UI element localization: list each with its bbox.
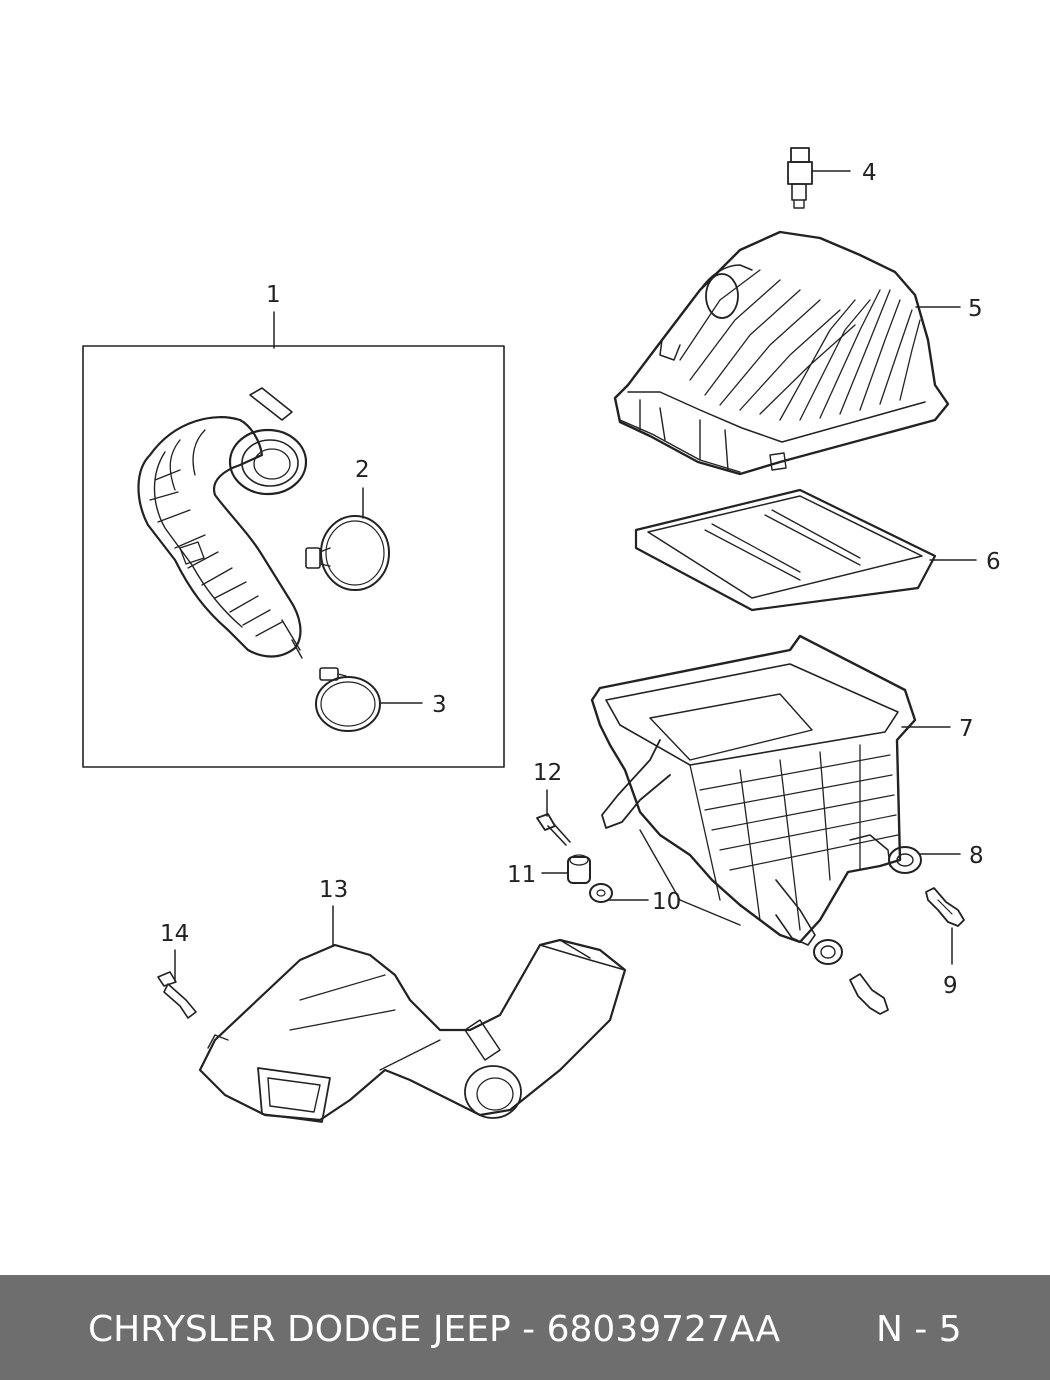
- callout-10: 10: [652, 889, 681, 915]
- callout-8: 8: [969, 843, 984, 869]
- clamp-3: [315, 667, 381, 732]
- callout-9: 9: [943, 973, 958, 999]
- leader-lines: [174, 170, 977, 983]
- grommet-11: [567, 854, 591, 884]
- callout-5: 5: [968, 296, 983, 322]
- air-filter: [634, 488, 937, 612]
- callout-7: 7: [959, 716, 974, 742]
- clamp-2: [305, 515, 390, 591]
- push-pin-14: [157, 971, 197, 1019]
- intake-duct: [198, 938, 627, 1123]
- callout-11: 11: [507, 862, 536, 888]
- callout-4: 4: [862, 160, 877, 186]
- callout-3: 3: [432, 692, 447, 718]
- bolt-12: [536, 813, 571, 846]
- callout-6: 6: [986, 549, 1001, 575]
- air-box-cover: [613, 230, 950, 476]
- footer-page-code: N - 5: [876, 1309, 962, 1350]
- grommet-8: [888, 846, 922, 874]
- intake-hose: [137, 387, 308, 659]
- callout-14: 14: [160, 921, 189, 947]
- air-box-housing: [590, 634, 917, 946]
- callout-12: 12: [533, 760, 562, 786]
- screw-9: [925, 887, 965, 927]
- footer-bar: [0, 1275, 1050, 1380]
- washer-10: [589, 883, 613, 903]
- footer-part-title: CHRYSLER DODGE JEEP - 68039727AA: [88, 1309, 781, 1350]
- callout-13: 13: [319, 877, 348, 903]
- parts-diagram: 1 2 3 4 5 6 7 8 9 10 11 12 13 14: [82, 147, 1001, 1123]
- kit-box: [82, 345, 505, 768]
- sensor: [787, 147, 813, 209]
- callout-1: 1: [266, 282, 281, 308]
- callout-2: 2: [355, 457, 370, 483]
- screw-9-lower: [813, 939, 889, 1015]
